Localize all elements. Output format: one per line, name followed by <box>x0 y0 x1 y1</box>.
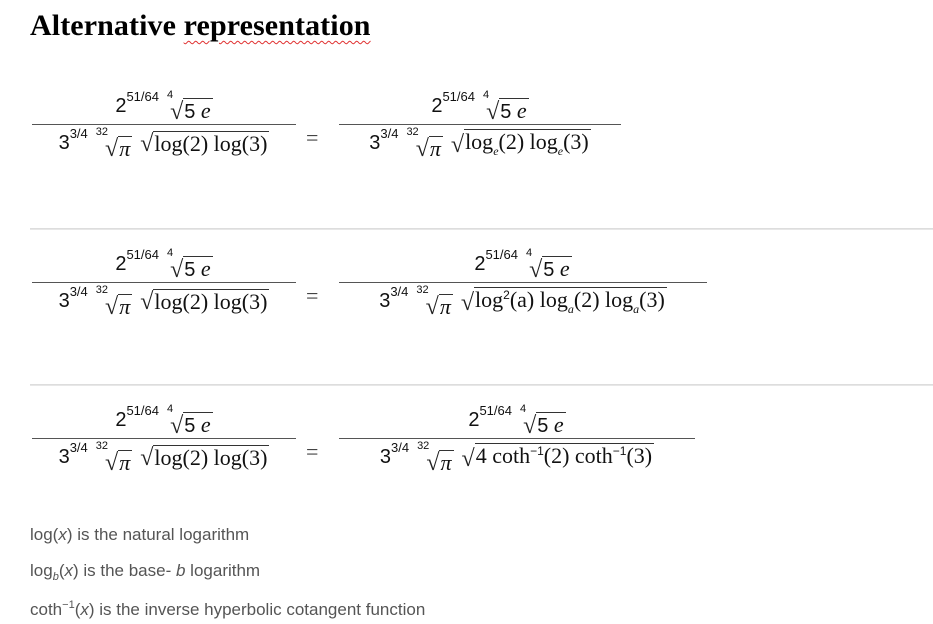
root-32: 32√π <box>416 284 453 320</box>
fraction-bar <box>32 438 296 439</box>
title-word-alternative: Alternative <box>30 9 177 42</box>
section-title: Alternative representation <box>30 9 371 43</box>
fraction-bar <box>339 124 621 125</box>
fraction-bar <box>339 282 707 283</box>
sqrt-log-a: √log2(a) loga(2) loga(3) <box>460 287 667 316</box>
note-inverse-coth: coth−1(x) is the inverse hyperbolic cota… <box>30 599 426 619</box>
sqrt-log: √log(2) log(3) <box>140 130 270 157</box>
divider <box>30 228 933 230</box>
fourth-root: 4√5 e <box>525 247 572 283</box>
fourth-root: 4√5 e <box>166 89 213 125</box>
root-32: 32√π <box>417 440 454 476</box>
num-base: 2 <box>115 95 127 117</box>
fourth-root: 4√5 e <box>166 403 213 439</box>
divider <box>30 384 933 386</box>
fraction-bar <box>32 282 296 283</box>
sqrt-log-e: √loge(2) loge(3) <box>450 129 591 158</box>
equals-sign: = <box>306 283 319 308</box>
fourth-root: 4√5 e <box>519 403 566 439</box>
title-word-representation: representation <box>183 9 371 42</box>
num-exponent: 51/64 <box>126 89 159 104</box>
root-32: 32√π <box>406 126 443 162</box>
root-32: 32√π <box>95 284 133 320</box>
fraction-bar <box>32 124 296 125</box>
equals-sign: = <box>306 439 319 464</box>
root-32: 32√π <box>95 126 133 162</box>
fourth-root: 4√5 e <box>482 89 529 125</box>
equals-sign: = <box>306 125 319 150</box>
sqrt-log: √log(2) log(3) <box>140 444 270 471</box>
fourth-root: 4√5 e <box>166 247 213 283</box>
root-32: 32√π <box>95 440 133 476</box>
note-natural-log: log(x) is the natural logarithm <box>30 525 250 544</box>
fraction-bar <box>339 438 695 439</box>
sqrt-coth: √4 coth−1(2) coth−1(3) <box>461 443 655 472</box>
sqrt-log: √log(2) log(3) <box>140 288 270 315</box>
note-base-b-log: logb(x) is the base- b logarithm <box>30 561 261 583</box>
